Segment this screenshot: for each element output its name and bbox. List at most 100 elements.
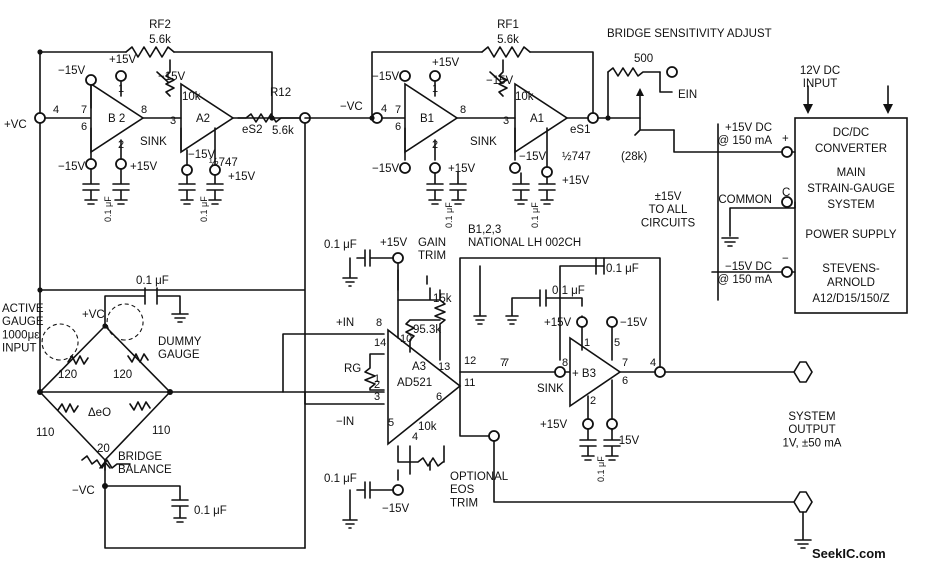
a3-label: A3 <box>412 361 426 373</box>
r-right: 110 <box>152 425 170 437</box>
a3-pin: 14 <box>374 337 386 349</box>
b1-cap: 0.1 μF <box>530 202 540 228</box>
zero-resistor <box>634 117 675 136</box>
delta-eo: ΔeO <box>88 407 111 419</box>
r-fixed: 95.3k <box>413 324 441 336</box>
bridge-vc-pos: +VC <box>82 309 105 321</box>
b3-supply: +15V <box>544 317 572 329</box>
b1-pin: 2 <box>432 139 438 151</box>
a3-pin: 12 <box>464 355 476 367</box>
dummy-gauge-circle <box>106 303 144 341</box>
b1-supply: −15V <box>372 71 400 83</box>
a2-label: A2 <box>196 113 210 125</box>
b2-pin: 8 <box>141 104 147 116</box>
ps-common-label: COMMON <box>718 194 772 206</box>
a3-supply-pos: +15V <box>380 237 408 249</box>
b1-pin: 8 <box>460 104 466 116</box>
b1-supply: −15V <box>519 151 547 163</box>
b1-pin: 6 <box>395 121 401 133</box>
power-supply-box <box>794 117 908 314</box>
b3-pin: 7 <box>503 357 509 369</box>
ps-line: POWER SUPPLY <box>805 229 896 241</box>
b2-label: B 2 <box>108 113 125 125</box>
b3-pin: 4 <box>650 357 656 369</box>
b2-pin: 3 <box>170 115 176 127</box>
ein-label: EIN <box>678 89 697 101</box>
b2-supply: −15V <box>158 71 186 83</box>
ps-pos-output-label: +15V DC@ 150 mA <box>717 122 772 147</box>
b2-vc-label: +VC <box>4 119 27 131</box>
a2-pot <box>156 59 175 97</box>
b3-pin: 5 <box>614 337 620 349</box>
b2-pin: 2 <box>118 139 124 151</box>
a3-supply-neg: −15V <box>382 503 410 515</box>
b3-pin: 6 <box>622 375 628 387</box>
in-plus-label: +IN <box>336 317 354 329</box>
b1-supply: +15V <box>448 163 476 175</box>
b2-buffer <box>90 82 145 154</box>
a3-pin: 7 <box>500 357 506 369</box>
rf1-label: RF1 <box>497 19 519 31</box>
power-input-arrows <box>803 85 893 114</box>
b3-pin: 2 <box>590 395 596 407</box>
active-gauge-circle <box>41 323 79 361</box>
a3-pin: 13 <box>438 361 450 373</box>
b2-cap: 0.1 μF <box>199 196 209 222</box>
ps-line: DC/DC <box>833 127 869 139</box>
b2-supply: −15V <box>58 65 86 77</box>
rf2-label: RF2 <box>149 19 171 31</box>
a3-pin: 6 <box>436 391 442 403</box>
b3-pin: 8 <box>562 357 568 369</box>
b1-pin: 4 <box>381 103 387 115</box>
power-supply-wires <box>673 123 796 301</box>
ps-line: SYSTEM <box>827 199 874 211</box>
b2-pin: 7 <box>81 104 87 116</box>
b1-supply: +15V <box>432 57 460 69</box>
b3-pin: 7 <box>622 357 628 369</box>
b2-section: RF2 5.6k B 2 SINK A2 R12 5.6k eS2 ½747 1… <box>4 19 311 549</box>
adj-500: 500 <box>634 53 653 65</box>
rf1-resistor <box>481 46 531 58</box>
a3-pin: 2 <box>374 379 380 391</box>
output-terminal-common <box>793 491 813 513</box>
power-supply-text: DC/DC CONVERTER MAIN STRAIN-GAUGE SYSTEM… <box>805 127 896 305</box>
bridge-cap-top: 0.1 μF <box>136 275 169 287</box>
rg-label: RG <box>344 363 361 375</box>
b3-supply: +15V <box>540 419 568 431</box>
b2-supply: +15V <box>130 161 158 173</box>
rg-resistor <box>364 353 385 391</box>
sensitivity-resistor <box>607 67 661 77</box>
a3-pin: 4 <box>412 431 418 443</box>
ps-pin-minus: − <box>782 253 789 265</box>
ps-line: ARNOLD <box>827 277 875 289</box>
b1-section: RF1 5.6k B1 SINK A1 500 (28k) EIN 10k −V… <box>304 19 697 249</box>
a3-pin: 10 <box>400 333 412 345</box>
b3-sink: SINK <box>537 383 564 395</box>
b3-section: 0.1 μF 0.1 μF + B3 SINK +15V −15V +15V −… <box>459 257 801 503</box>
b3-cap-bot: 0.1 μF <box>596 456 606 482</box>
b3-supply: −15V <box>612 435 640 447</box>
r-offset: 10k <box>418 421 437 433</box>
b1-cap: 0.1 μF <box>444 202 454 228</box>
b1-label: B1 <box>420 113 434 125</box>
ps-pin-plus: + <box>782 133 789 145</box>
ps-line: A12/D15/150/Z <box>812 293 889 305</box>
ground-symbol <box>721 237 739 247</box>
b3-pin: 1 <box>584 337 590 349</box>
b2-sink: SINK <box>140 136 167 148</box>
b2-cap: 0.1 μF <box>103 196 113 222</box>
r-dummy: 120 <box>113 369 132 381</box>
r-left: 110 <box>36 427 54 439</box>
gain-trim-resistors <box>397 269 446 361</box>
rf1-value: 5.6k <box>497 34 519 46</box>
title: BRIDGE SENSITIVITY ADJUST <box>607 28 772 40</box>
a3-pin: 3 <box>374 391 380 403</box>
b3-buffer <box>569 336 622 408</box>
b3-cap-top: 0.1 μF <box>606 263 639 275</box>
